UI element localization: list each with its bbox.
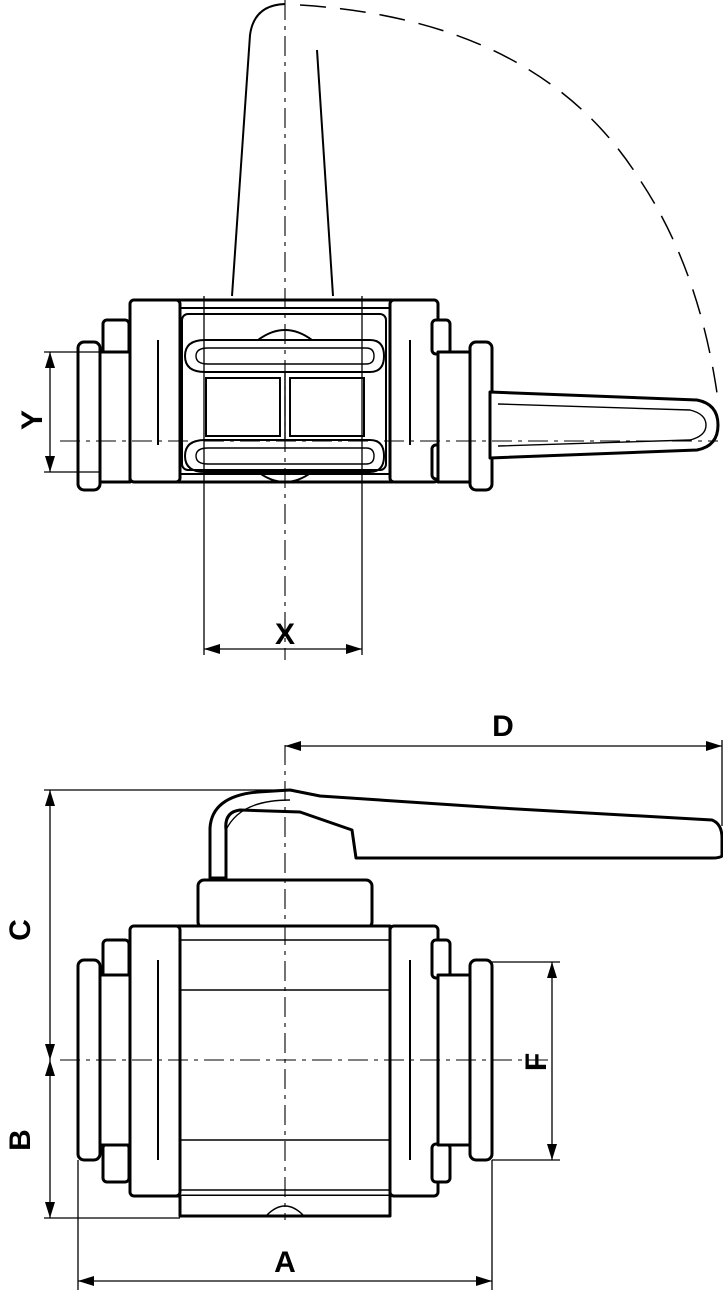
bolt-head xyxy=(430,938,452,980)
lever-swing-arc xyxy=(299,4,719,401)
dimension-label-d: D xyxy=(492,710,514,743)
clamp-flange xyxy=(76,340,102,492)
lever-inner-edge xyxy=(497,403,707,447)
top-view: X Y xyxy=(16,0,720,660)
bolt-head xyxy=(430,318,452,356)
dimension-b: B xyxy=(4,1060,180,1219)
dimension-label-x: X xyxy=(275,618,295,651)
bolt-head xyxy=(101,1142,131,1184)
lever-handle-side xyxy=(208,788,723,880)
dimension-x: X xyxy=(203,296,363,655)
dimension-a: A xyxy=(77,1160,493,1290)
ferrule-neck xyxy=(98,350,132,484)
dimension-d: D xyxy=(285,710,723,826)
left-end-cap xyxy=(76,298,182,492)
right-end-cap xyxy=(388,298,494,492)
dimension-label-b: B xyxy=(4,1129,37,1151)
side-left-end-cap xyxy=(76,924,182,1198)
dimension-f: F xyxy=(492,961,560,1161)
bolt-head xyxy=(101,938,131,980)
lever-rotated-outline xyxy=(231,3,286,297)
dimension-y: Y xyxy=(16,351,100,473)
dimension-label-y: Y xyxy=(16,410,49,430)
dimension-c: C xyxy=(4,789,290,1060)
bolt-head xyxy=(430,1142,452,1184)
side-view: D C B A xyxy=(4,710,723,1290)
side-right-end-cap xyxy=(388,924,494,1198)
side-body xyxy=(174,924,392,1198)
bolt-head xyxy=(101,318,131,356)
ferrule-neck xyxy=(436,973,472,1147)
ferrule-neck xyxy=(436,350,472,484)
lever-upper-contour xyxy=(225,799,291,831)
lever-handle-top xyxy=(488,390,720,460)
dimension-label-f: F xyxy=(520,1053,553,1071)
body-frame xyxy=(174,298,394,484)
dimension-label-a: A xyxy=(274,1246,296,1279)
dimension-label-c: C xyxy=(4,919,37,941)
lever-rotated-inner-edge xyxy=(316,49,334,297)
